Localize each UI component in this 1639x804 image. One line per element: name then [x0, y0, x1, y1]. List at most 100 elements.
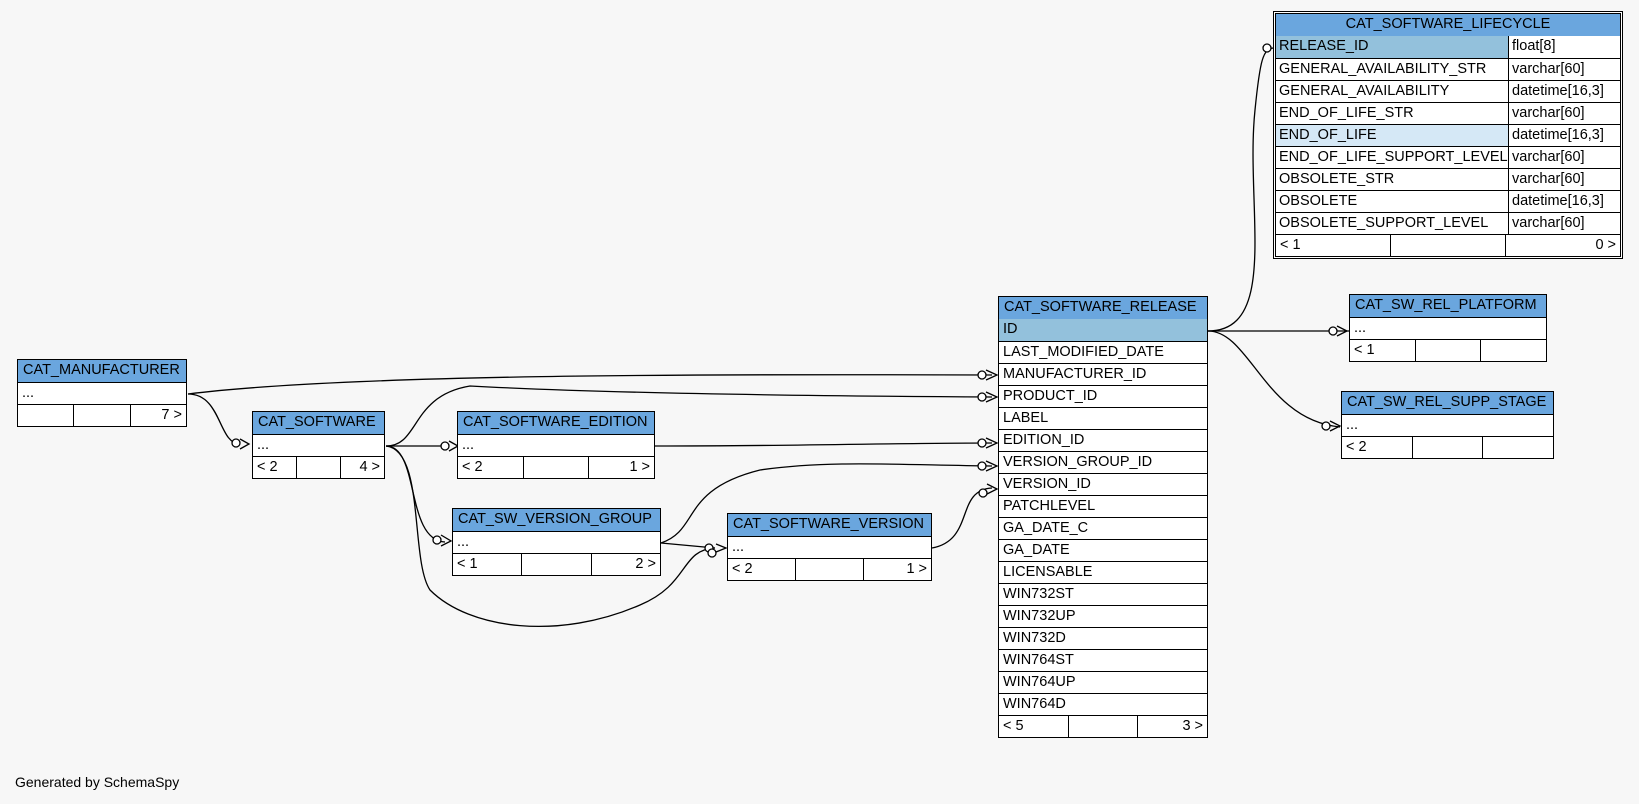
- table-header[interactable]: CAT_SW_REL_PLATFORM: [1350, 295, 1546, 317]
- column-row[interactable]: PATCHLEVEL: [999, 495, 1207, 517]
- child-count: 1 >: [863, 559, 931, 580]
- column-name: OBSOLETE_SUPPORT_LEVEL: [1279, 215, 1489, 231]
- table-cat-sw-version-group[interactable]: CAT_SW_VERSION_GROUP ... < 1 2 >: [452, 508, 661, 576]
- column-type: datetime[16,3]: [1508, 81, 1620, 102]
- child-count: 2 >: [590, 554, 660, 575]
- column-row[interactable]: OBSOLETE datetime[16,3]: [1276, 190, 1620, 212]
- parent-count: < 2: [462, 459, 483, 475]
- column-type: varchar[60]: [1508, 147, 1620, 168]
- column-row[interactable]: GA_DATE: [999, 539, 1207, 561]
- child-count: 1 >: [588, 457, 654, 478]
- column-count: [1414, 340, 1481, 361]
- link-manufacturer-software: [187, 393, 241, 445]
- table-header[interactable]: CAT_SOFTWARE_LIFECYCLE: [1276, 14, 1620, 36]
- table-footer: < 2 1 >: [728, 558, 931, 580]
- column-row[interactable]: WIN764D: [999, 693, 1207, 715]
- column-count: [522, 457, 589, 478]
- generated-by-caption: Generated by SchemaSpy: [15, 774, 180, 790]
- column-row[interactable]: WIN764ST: [999, 649, 1207, 671]
- column-row[interactable]: LICENSABLE: [999, 561, 1207, 583]
- column-row[interactable]: PRODUCT_ID: [999, 385, 1207, 407]
- column-name: END_OF_LIFE_STR: [1279, 105, 1414, 121]
- parent-count: < 2: [257, 459, 278, 475]
- link-release-lifecycle: [1207, 47, 1275, 332]
- table-cat-software-edition[interactable]: CAT_SOFTWARE_EDITION ... < 2 1 >: [457, 411, 655, 479]
- table-cat-software[interactable]: CAT_SOFTWARE ... < 2 4 >: [252, 411, 385, 479]
- link-software-versiongroup: [385, 445, 446, 543]
- parent-count: < 2: [1346, 439, 1367, 455]
- column-name: OBSOLETE_STR: [1279, 171, 1395, 187]
- table-columns: ...: [1350, 317, 1546, 339]
- column-name: GENERAL_AVAILABILITY_STR: [1279, 61, 1487, 77]
- table-header[interactable]: CAT_SOFTWARE: [253, 412, 384, 434]
- table-header[interactable]: CAT_SOFTWARE_RELEASE: [999, 297, 1207, 319]
- column-row[interactable]: GA_DATE_C: [999, 517, 1207, 539]
- column-count: [1390, 235, 1505, 256]
- column-row[interactable]: WIN764UP: [999, 671, 1207, 693]
- table-cat-manufacturer[interactable]: CAT_MANUFACTURER ... 7 >: [17, 359, 187, 427]
- parent-count: [18, 405, 73, 426]
- column-name: END_OF_LIFE: [1276, 125, 1508, 146]
- table-footer: < 2 1 >: [458, 456, 654, 478]
- link-release-suppstage: [1207, 330, 1341, 428]
- column-row[interactable]: WIN732ST: [999, 583, 1207, 605]
- column-type: varchar[60]: [1508, 59, 1620, 80]
- table-header[interactable]: CAT_SOFTWARE_VERSION: [728, 514, 931, 536]
- column-row[interactable]: ID: [999, 319, 1207, 341]
- table-cat-software-version[interactable]: CAT_SOFTWARE_VERSION ... < 2 1 >: [727, 513, 932, 581]
- table-header[interactable]: CAT_SW_VERSION_GROUP: [453, 509, 660, 531]
- column-row[interactable]: LABEL: [999, 407, 1207, 429]
- column-count: [1411, 437, 1483, 458]
- table-footer: < 5 3 >: [999, 715, 1207, 737]
- column-name: OBSOLETE: [1279, 193, 1358, 209]
- column-row[interactable]: VERSION_GROUP_ID: [999, 451, 1207, 473]
- column-row[interactable]: GENERAL_AVAILABILITY_STR varchar[60]: [1276, 58, 1620, 80]
- column-type: varchar[60]: [1508, 169, 1620, 190]
- table-columns: ...: [458, 434, 654, 456]
- column-row[interactable]: WIN732UP: [999, 605, 1207, 627]
- column-type: varchar[60]: [1508, 213, 1620, 234]
- parent-count: < 1: [457, 556, 478, 572]
- child-count: [1482, 437, 1553, 458]
- table-header[interactable]: CAT_SW_REL_SUPP_STAGE: [1342, 392, 1553, 414]
- column-name: END_OF_LIFE_SUPPORT_LEVEL: [1279, 149, 1508, 165]
- table-header[interactable]: CAT_MANUFACTURER: [18, 360, 186, 382]
- table-footer: < 1 0 >: [1276, 234, 1620, 256]
- column-type: float[8]: [1508, 36, 1620, 58]
- table-columns: ...: [1342, 414, 1553, 436]
- table-footer: < 2: [1342, 436, 1553, 458]
- column-row[interactable]: END_OF_LIFE_STR varchar[60]: [1276, 102, 1620, 124]
- column-type: datetime[16,3]: [1508, 191, 1620, 212]
- column-row[interactable]: EDITION_ID: [999, 429, 1207, 451]
- column-row[interactable]: WIN732D: [999, 627, 1207, 649]
- link-edition-release: [654, 442, 993, 447]
- column-row[interactable]: LAST_MODIFIED_DATE: [999, 341, 1207, 363]
- table-cat-sw-rel-platform[interactable]: CAT_SW_REL_PLATFORM ... < 1: [1349, 294, 1547, 362]
- link-manufacturer-release: [187, 374, 993, 395]
- column-row[interactable]: OBSOLETE_SUPPORT_LEVEL varchar[60]: [1276, 212, 1620, 234]
- table-columns: ...: [453, 531, 660, 553]
- table-footer: < 1: [1350, 339, 1546, 361]
- child-count: 3 >: [1137, 716, 1207, 737]
- column-row[interactable]: OBSOLETE_STR varchar[60]: [1276, 168, 1620, 190]
- column-row[interactable]: MANUFACTURER_ID: [999, 363, 1207, 385]
- table-header[interactable]: CAT_SOFTWARE_EDITION: [458, 412, 654, 434]
- parent-count: < 2: [732, 561, 753, 577]
- child-count: 7 >: [129, 405, 186, 426]
- link-version-release: [931, 487, 993, 549]
- column-name: RELEASE_ID: [1276, 36, 1508, 58]
- child-count: [1480, 340, 1546, 361]
- column-count: [296, 457, 340, 478]
- table-footer: 7 >: [18, 404, 186, 426]
- column-count: [521, 554, 590, 575]
- table-cat-sw-rel-supp-stage[interactable]: CAT_SW_REL_SUPP_STAGE ... < 2: [1341, 391, 1554, 459]
- table-columns: ...: [18, 382, 186, 404]
- column-type: varchar[60]: [1508, 103, 1620, 124]
- column-row[interactable]: VERSION_ID: [999, 473, 1207, 495]
